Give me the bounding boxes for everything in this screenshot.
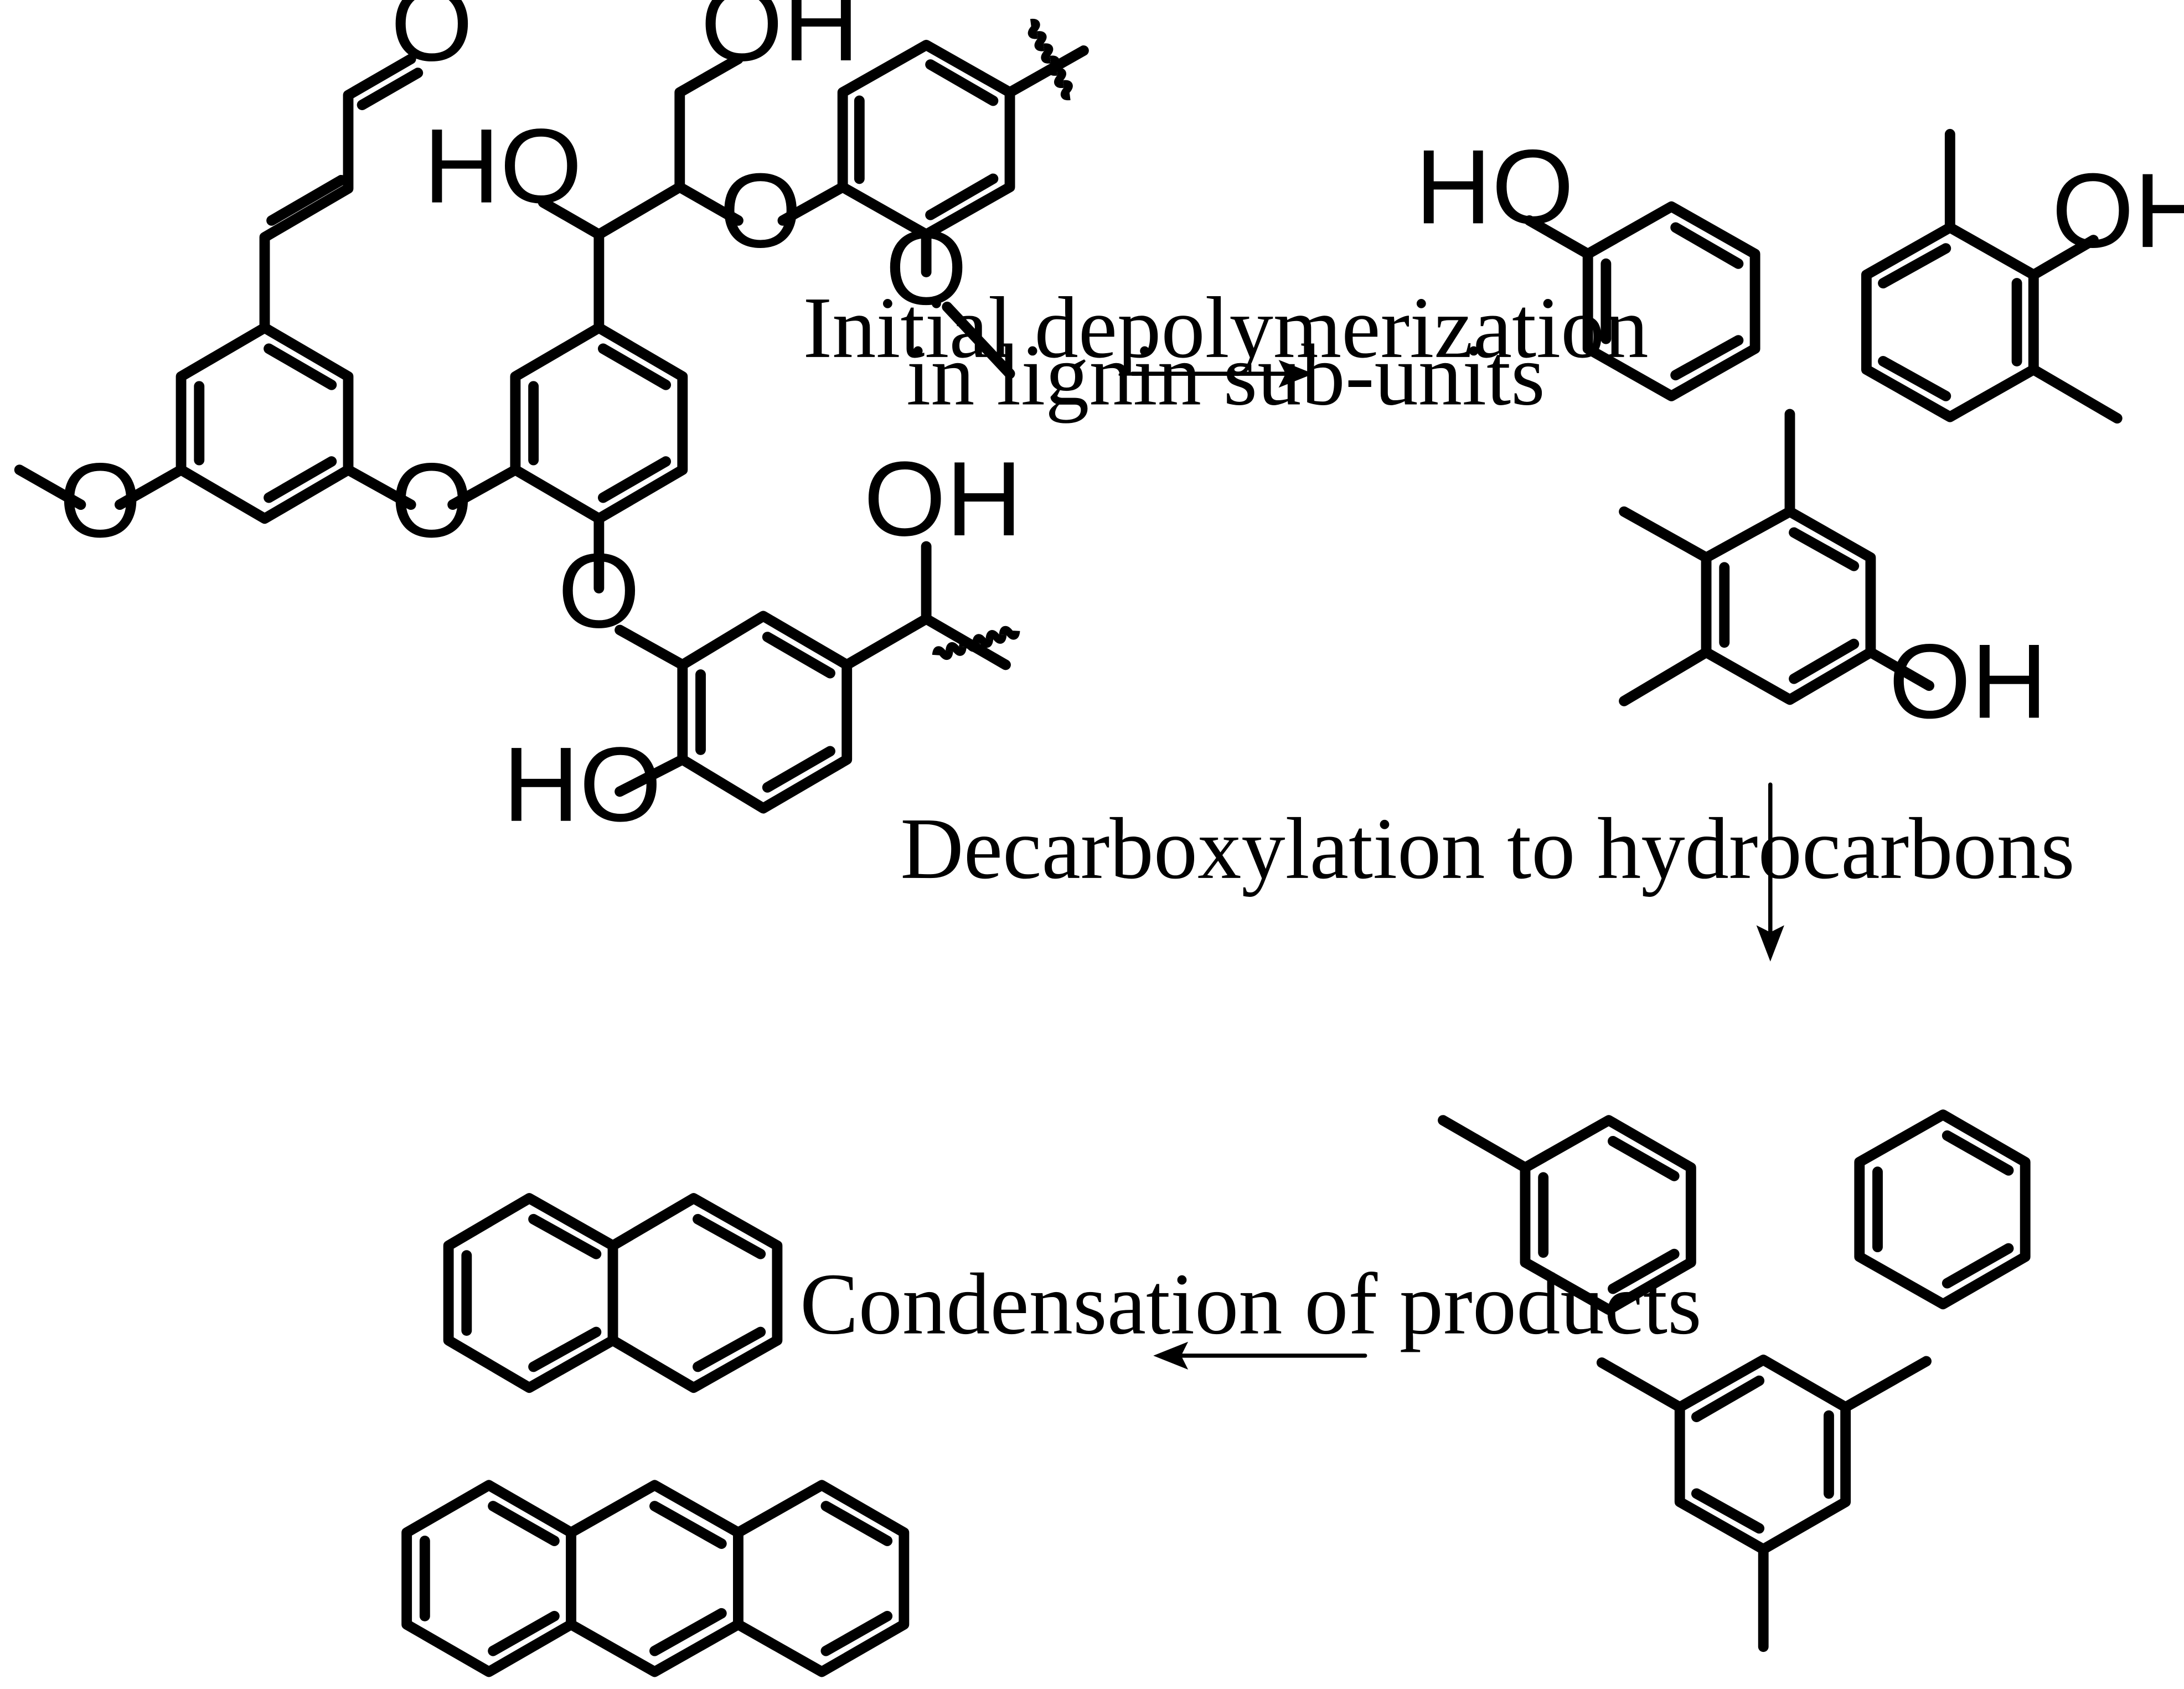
trimethylphenol-molecule: OH bbox=[1619, 409, 2048, 741]
glycerol-side-chain bbox=[538, 54, 848, 333]
methoxy-a bbox=[14, 464, 187, 510]
ether-a-b bbox=[343, 464, 521, 510]
step-3-label: Condensation of products bbox=[800, 1256, 1702, 1353]
dimethylphenol-hydroxyl-label: OH bbox=[2052, 151, 2184, 270]
ether-oxygen-ab-label: O bbox=[391, 441, 473, 559]
ether-oxygen-bd-label: O bbox=[557, 531, 640, 650]
step-2-arrow: Decarboxylation to hydrocarbons bbox=[900, 782, 2075, 962]
toluene-molecule bbox=[1438, 1115, 1696, 1315]
step-1-label-line-2: in lignin sub-units bbox=[906, 327, 1545, 423]
ring-c bbox=[837, 39, 1089, 379]
dimethylphenol-molecule: OH bbox=[1861, 128, 2184, 424]
methoxy-oxygen-c-label: O bbox=[885, 208, 968, 327]
trimethylphenol-hydroxyl-label: OH bbox=[1889, 622, 2048, 741]
hydroxyl-d-label: OH bbox=[864, 440, 1023, 558]
step-2-label: Decarboxylation to hydrocarbons bbox=[900, 800, 2075, 897]
ring-a bbox=[175, 322, 354, 524]
phenol-molecule: HO bbox=[1415, 127, 1760, 401]
naphthalene-molecule bbox=[443, 1193, 783, 1393]
phenol-hydroxyl-label: HO bbox=[1415, 127, 1574, 246]
ring-d bbox=[615, 541, 1011, 814]
anthracene-molecule bbox=[401, 1480, 910, 1677]
benzene-molecule bbox=[1854, 1109, 2031, 1310]
step-1-arrow: Initial depolymerization in lignin sub-u… bbox=[803, 280, 1648, 424]
ring-b bbox=[510, 322, 688, 524]
ether-b-d bbox=[593, 513, 688, 670]
aldehyde-oxygen-label: O bbox=[391, 0, 473, 83]
lignin-polymer-structure: O O O HO OH O O O OH HO bbox=[14, 0, 1089, 844]
mesitylene-molecule bbox=[1596, 1354, 1932, 1652]
methoxy-oxygen-a-label: O bbox=[59, 441, 142, 559]
hydroxyl-alpha-label: HO bbox=[424, 107, 582, 225]
hydroxyl-gamma-label: OH bbox=[701, 0, 860, 83]
step-3-arrow: Condensation of products bbox=[800, 1256, 1702, 1370]
step-1-label-line-1: Initial depolymerization bbox=[803, 280, 1648, 376]
cinnamaldehyde-chain bbox=[259, 54, 424, 333]
ether-oxygen-bc-label: O bbox=[719, 151, 802, 270]
phenolic-hydroxyl-d-label: HO bbox=[503, 725, 662, 844]
